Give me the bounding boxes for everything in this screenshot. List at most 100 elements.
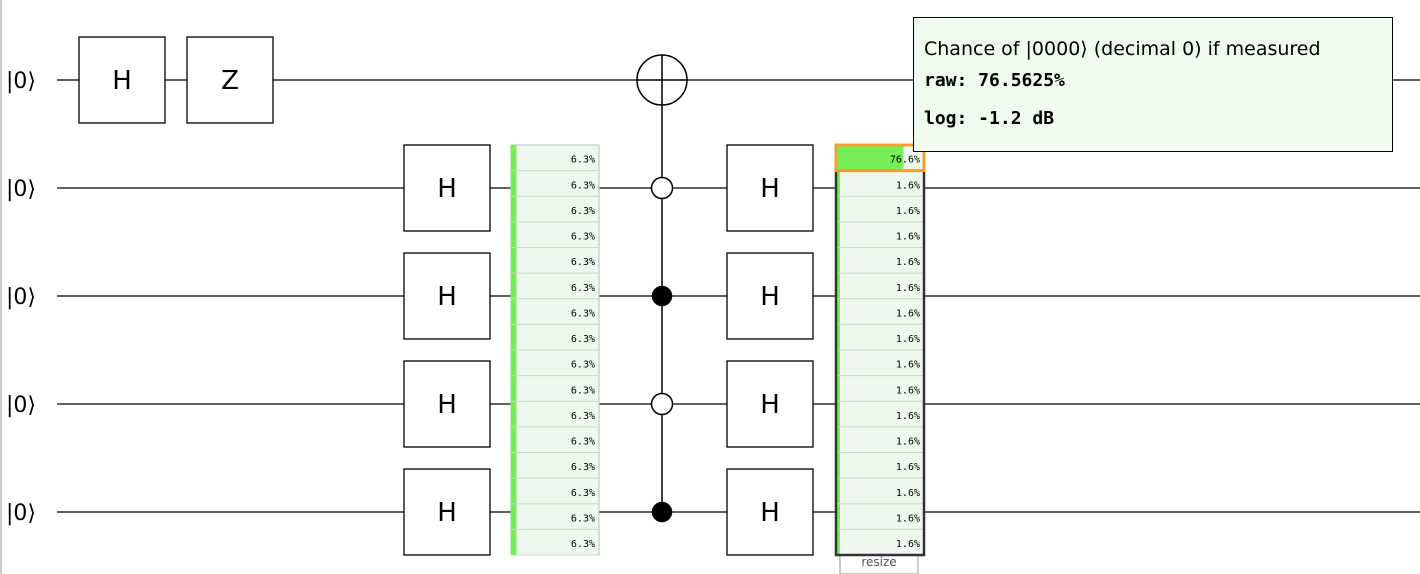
gate-h-8[interactable]: H [726, 360, 814, 448]
chance-display-2-bars [836, 145, 904, 555]
chance_display_2-cell-label-13[interactable]: 1.6% [896, 488, 920, 499]
gate-box [186, 36, 274, 124]
chance_display_2-bar-9 [836, 375, 840, 402]
chance_display_2-bar-6 [836, 298, 840, 325]
chance-display-1-cells: 6.3% 6.3% 6.3% 6.3% 6.3% 6.3% 6.3% 6.3% 6.3% 6.3%… [511, 155, 599, 556]
chance_display_1-cell-label-12[interactable]: 6.3% [571, 462, 595, 473]
chance_display_2-bar-12 [836, 452, 840, 479]
gate-box [726, 468, 814, 556]
chance_display_1-bar-12 [511, 452, 517, 479]
chance-display-1-bars [511, 145, 517, 555]
chance_display_1-bar-10 [511, 401, 517, 427]
gate-label: H [437, 282, 457, 312]
chance_display_1-cell-label-3[interactable]: 6.3% [571, 232, 595, 243]
control-dot-4[interactable] [651, 501, 673, 523]
chance_display_1-bar-7 [511, 324, 517, 350]
chance_display_1-bar-1 [511, 170, 517, 197]
chance-display-1[interactable]: 6.3% 6.3% 6.3% 6.3% 6.3% 6.3% 6.3% 6.3% 6.3% 6.3%… [510, 144, 600, 556]
chance_display_2-cell-label-12[interactable]: 1.6% [896, 462, 920, 473]
chance_display_2-cell-label-9[interactable]: 1.6% [896, 385, 920, 396]
chance_display_1-cell-label-9[interactable]: 6.3% [571, 385, 595, 396]
highlighted-cell-outline [834, 143, 926, 173]
gate-h-5[interactable]: H [403, 468, 491, 556]
chance_display_2-cell-label-2[interactable]: 1.6% [896, 206, 920, 217]
chance_display_1-bar-4 [511, 247, 517, 274]
chance_display_2-cell-label-0[interactable]: 76.6% [890, 155, 920, 166]
chance_display_1-cell-label-10[interactable]: 6.3% [571, 411, 595, 422]
gate-label: H [760, 498, 780, 528]
chance_display_1-bar-2 [511, 196, 517, 222]
chance_display_2-bar-0 [836, 145, 904, 171]
chance-display-2[interactable]: resize 76.6% 1.6% 1.6% 1.6% 1.6% 1.6% 1.6% 1.6%… [834, 143, 926, 574]
gate-box [78, 36, 166, 124]
chance_display_2-cell-label-1[interactable]: 1.6% [896, 180, 920, 191]
gate-h-6[interactable]: H [726, 144, 814, 232]
wire-4-label[interactable]: |0⟩ [6, 501, 36, 526]
anti-control-dot-1[interactable] [650, 176, 674, 200]
chance_display_1-cell-label-15[interactable]: 6.3% [571, 539, 595, 550]
wire-1-label[interactable]: |0⟩ [6, 177, 36, 202]
chance_display_2-cell-label-5[interactable]: 1.6% [896, 283, 920, 294]
chance_display_1-cell-label-5[interactable]: 6.3% [571, 283, 595, 294]
tooltip-raw: raw: 76.5625% [924, 70, 1065, 91]
gate-box [403, 252, 491, 340]
tooltip: Chance of |0000⟩ (decimal 0) if measured… [913, 17, 1393, 152]
gate-z-1[interactable]: Z [186, 36, 274, 124]
chance_display_2-cell-label-4[interactable]: 1.6% [896, 257, 920, 268]
chance_display_2-bar-11 [836, 426, 840, 453]
chance_display_1-bar-11 [511, 426, 517, 453]
gate-label: H [437, 498, 457, 528]
chance_display_1-bar-8 [511, 350, 517, 376]
wire-2-label[interactable]: |0⟩ [6, 285, 36, 310]
chance_display_2-cell-label-6[interactable]: 1.6% [896, 308, 920, 319]
chance_display_1-bar-13 [511, 478, 517, 504]
chance_display_2-cell-label-7[interactable]: 1.6% [896, 334, 920, 345]
chance_display_2-bar-7 [836, 324, 840, 350]
gate-h-0[interactable]: H [78, 36, 166, 124]
wire-0-label[interactable]: |0⟩ [6, 69, 36, 94]
chance_display_2-cell-label-10[interactable]: 1.6% [896, 411, 920, 422]
chance_display_2-cell-label-15[interactable]: 1.6% [896, 539, 920, 550]
chance_display_2-bar-15 [836, 529, 840, 555]
chance_display_2-bar-10 [836, 401, 840, 427]
gate-label: H [760, 282, 780, 312]
gate-h-3[interactable]: H [403, 252, 491, 340]
chance_display_2-cell-label-14[interactable]: 1.6% [896, 513, 920, 524]
chance_display_1-cell-label-0[interactable]: 6.3% [571, 155, 595, 166]
gate-box [726, 360, 814, 448]
gate-box [726, 144, 814, 232]
tooltip-title: Chance of |0000⟩ (decimal 0) if measured [924, 38, 1321, 60]
chance_display_1-bar-14 [511, 503, 517, 530]
chance_display_1-cell-label-7[interactable]: 6.3% [571, 334, 595, 345]
chance_display_2-cell-label-11[interactable]: 1.6% [896, 437, 920, 448]
gate-h-7[interactable]: H [726, 252, 814, 340]
chance_display_2-bar-13 [836, 478, 840, 504]
gate-h-2[interactable]: H [403, 144, 491, 232]
gate-h-4[interactable]: H [403, 360, 491, 448]
chance_display_1-bar-9 [511, 375, 517, 402]
chance_display_1-cell-label-2[interactable]: 6.3% [571, 206, 595, 217]
chance_display_1-cell-label-14[interactable]: 6.3% [571, 513, 595, 524]
anti-control-dot-3[interactable] [650, 392, 674, 416]
gate-label: H [437, 390, 457, 420]
chance_display_1-cell-label-8[interactable]: 6.3% [571, 360, 595, 371]
gate-label: H [760, 174, 780, 204]
gate-label: H [112, 66, 132, 96]
resize-label: resize [861, 555, 896, 569]
wire-3-label[interactable]: |0⟩ [6, 393, 36, 418]
chance_display_1-cell-label-13[interactable]: 6.3% [571, 488, 595, 499]
chance_display_1-cell-label-6[interactable]: 6.3% [571, 308, 595, 319]
chance_display_2-cell-label-3[interactable]: 1.6% [896, 232, 920, 243]
chance_display_1-bar-15 [511, 529, 517, 555]
chance_display_1-cell-label-4[interactable]: 6.3% [571, 257, 595, 268]
cnot-layer[interactable] [636, 54, 688, 523]
chance_display_2-cell-label-8[interactable]: 1.6% [896, 360, 920, 371]
gate-h-9[interactable]: H [726, 468, 814, 556]
chance_display_1-cell-label-1[interactable]: 6.3% [571, 180, 595, 191]
control-dot-2[interactable] [651, 285, 673, 307]
gates-layer[interactable]: H Z H H H H H H H H [78, 36, 814, 556]
chance_display_1-bar-3 [511, 221, 517, 248]
chance_display_2-bar-14 [836, 503, 840, 530]
chance_display_1-cell-label-11[interactable]: 6.3% [571, 437, 595, 448]
